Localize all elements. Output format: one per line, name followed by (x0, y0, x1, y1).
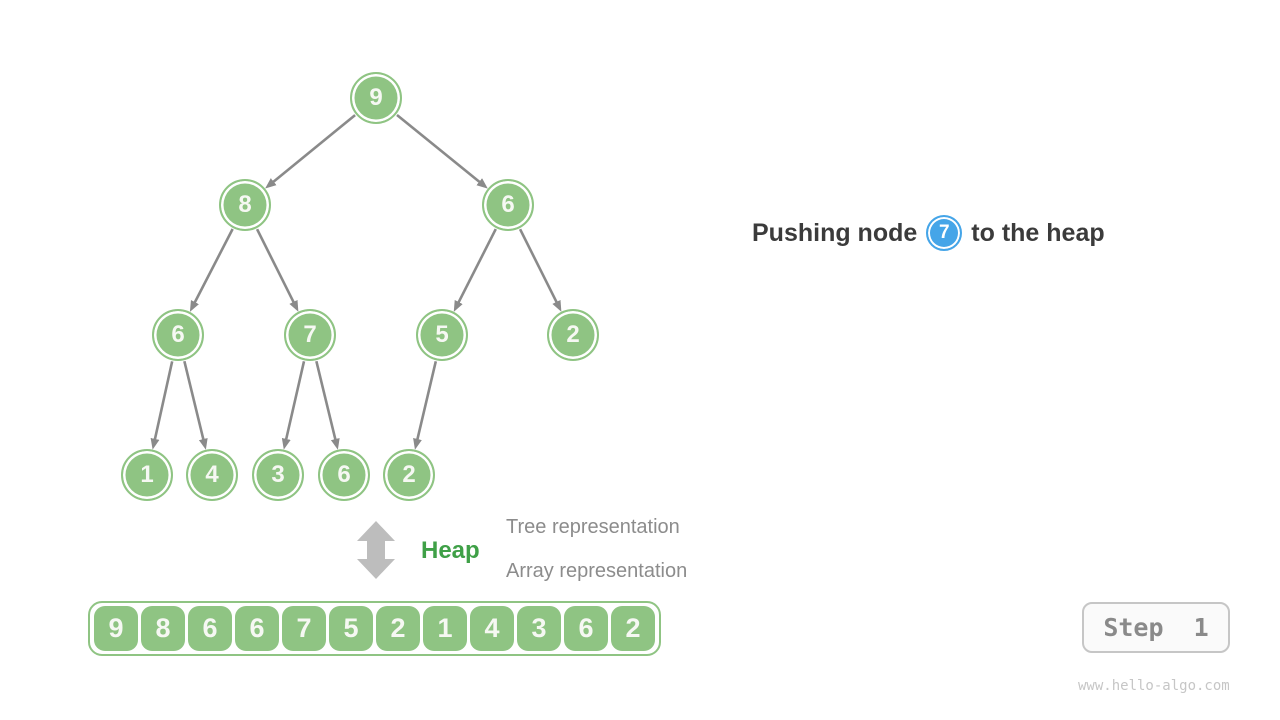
array-cell-7: 1 (423, 606, 467, 651)
tree-edge (453, 228, 497, 312)
step-badge: Step 1 (1082, 602, 1230, 653)
tree-edge (518, 228, 562, 312)
array-cell-1: 8 (141, 606, 185, 651)
tree-edge (255, 228, 299, 312)
caption-suffix: to the heap (971, 218, 1105, 247)
heap-label: Heap (421, 537, 480, 564)
array-cell-6: 2 (376, 606, 420, 651)
array-cell-2: 6 (188, 606, 232, 651)
tree-node-1: 8 (219, 179, 271, 231)
tree-node-10: 6 (318, 449, 370, 501)
tree-node-6: 2 (547, 309, 599, 361)
array-representation-label: Array representation (506, 560, 688, 582)
tree-node-3: 6 (152, 309, 204, 361)
tree-node-0: 9 (350, 72, 402, 124)
tree-edge (265, 114, 356, 189)
tree-edge (396, 113, 488, 189)
tree-edge (413, 360, 438, 450)
tree-node-4: 7 (284, 309, 336, 361)
up-down-arrow-icon (357, 521, 395, 579)
caption-prefix: Pushing node (752, 218, 918, 247)
tree-node-11: 2 (383, 449, 435, 501)
array-cell-3: 6 (235, 606, 279, 651)
tree-node-8: 4 (186, 449, 238, 501)
pushed-node: 7 (926, 215, 963, 251)
tree-node-7: 1 (121, 449, 173, 501)
watermark: www.hello-algo.com (1078, 678, 1230, 694)
tree-representation-label: Tree representation (506, 516, 680, 538)
tree-edge (281, 361, 306, 450)
caption: Pushing node 7 to the heap (752, 211, 1105, 255)
tree-node-5: 5 (416, 309, 468, 361)
array-cell-8: 4 (470, 606, 514, 651)
tree-edge (183, 360, 208, 450)
tree-edge (150, 361, 174, 450)
array-cell-10: 6 (564, 606, 608, 651)
array-cell-11: 2 (611, 606, 655, 651)
array-cell-4: 7 (282, 606, 326, 651)
tree-edge (189, 228, 234, 312)
array-cell-9: 3 (517, 606, 561, 651)
array-cell-0: 9 (94, 606, 138, 651)
tree-edge (315, 360, 340, 450)
tree-node-9: 3 (252, 449, 304, 501)
tree-node-2: 6 (482, 179, 534, 231)
pushed-node-value: 7 (938, 222, 950, 243)
array-cell-5: 5 (329, 606, 373, 651)
